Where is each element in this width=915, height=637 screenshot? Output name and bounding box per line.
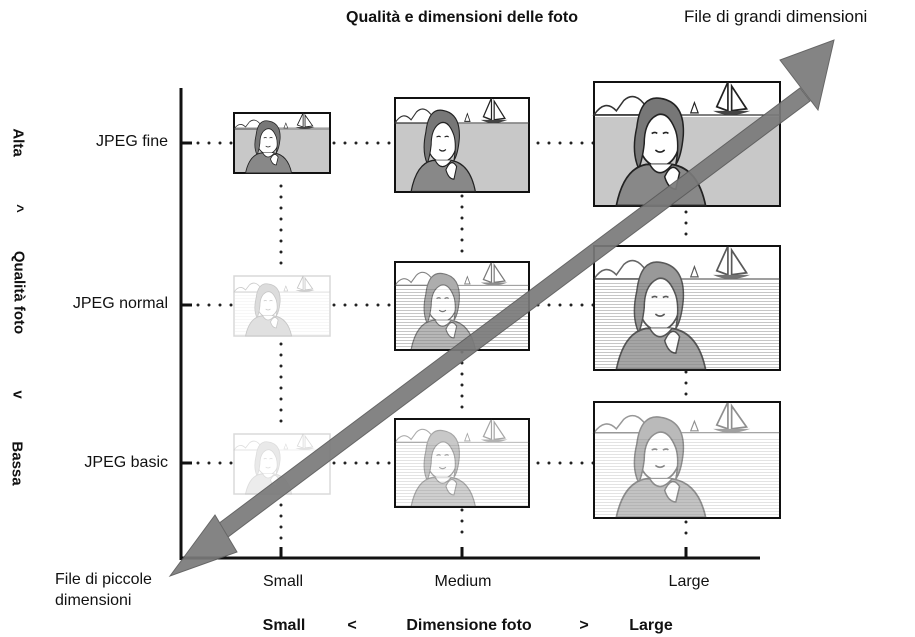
thumbnail-basic-large bbox=[593, 401, 781, 519]
x-axis-high: Large bbox=[629, 617, 673, 634]
row-label-normal: JPEG normal bbox=[72, 295, 168, 312]
thumbnail-normal-large bbox=[592, 244, 782, 371]
y-axis-down: v bbox=[9, 390, 27, 399]
thumbnail-fine-medium bbox=[394, 97, 530, 193]
arrow-head-large-files bbox=[779, 39, 835, 112]
column-label-small: Small bbox=[262, 573, 304, 590]
arrow-head-small-files bbox=[168, 514, 238, 578]
column-label-medium: Medium bbox=[434, 573, 492, 590]
x-axis-title: Dimensione foto bbox=[406, 617, 532, 634]
small-files-label-line2: dimensioni bbox=[55, 592, 132, 609]
y-axis-high: Alta bbox=[9, 128, 27, 157]
x-axis-low: Small bbox=[262, 617, 306, 634]
thumbnail-normal-small bbox=[233, 275, 331, 337]
row-label-fine: JPEG fine bbox=[95, 133, 168, 150]
y-axis-title: Qualità foto bbox=[10, 250, 28, 335]
column-label-large: Large bbox=[668, 573, 710, 590]
row-label-basic: JPEG basic bbox=[84, 454, 168, 471]
y-axis-up: ^ bbox=[9, 204, 27, 213]
dotted-guides bbox=[196, 141, 688, 542]
y-axis-low: Bassa bbox=[8, 441, 26, 486]
file-size-arrow bbox=[168, 39, 835, 578]
diagram-title: Qualità e dimensioni delle foto bbox=[346, 9, 579, 26]
small-files-label-line1: File di piccole bbox=[55, 571, 152, 588]
thumbnail-basic-medium bbox=[394, 418, 530, 508]
axes bbox=[179, 88, 760, 560]
large-files-label: File di grandi dimensioni bbox=[684, 7, 868, 26]
x-axis-lt: < bbox=[347, 617, 357, 634]
x-axis-gt: > bbox=[579, 617, 589, 634]
thumbnail-fine-small bbox=[233, 112, 331, 174]
